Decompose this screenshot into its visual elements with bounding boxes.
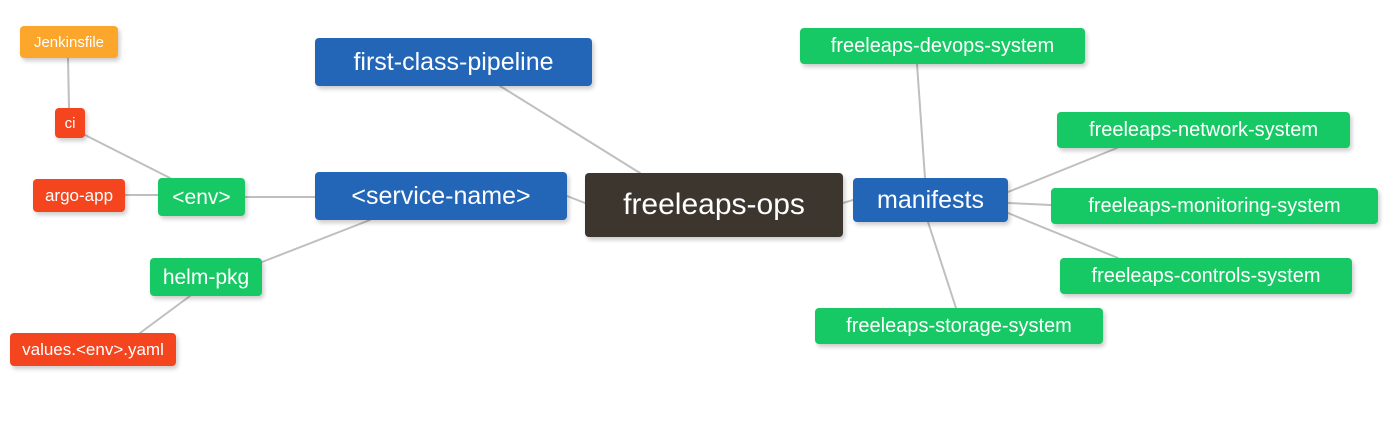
edge-manifests-to-freeleaps-storage-system — [927, 221, 957, 309]
node-manifests[interactable]: manifests — [853, 178, 1008, 222]
edge-service-name-to-freeleaps-ops — [566, 195, 586, 204]
edge-freeleaps-ops-to-manifests — [842, 199, 854, 204]
edge-ci-to-env — [84, 134, 171, 179]
node-label-jenkinsfile: Jenkinsfile — [33, 33, 105, 51]
node-label-freeleaps-monitoring-system: freeleaps-monitoring-system — [1088, 195, 1341, 217]
node-label-values-env-yaml: values.<env>.yaml — [22, 340, 164, 359]
node-label-service-name: <service-name> — [351, 181, 531, 210]
node-label-ci: ci — [64, 114, 76, 132]
node-label-helm-pkg: helm-pkg — [162, 265, 250, 289]
node-freeleaps-network-system[interactable]: freeleaps-network-system — [1057, 112, 1350, 148]
node-freeleaps-controls-system[interactable]: freeleaps-controls-system — [1060, 258, 1352, 294]
node-label-env: <env> — [172, 185, 231, 209]
edge-helm-pkg-to-service-name — [261, 219, 371, 263]
edge-values-env-yaml-to-helm-pkg — [139, 295, 191, 334]
node-label-freeleaps-devops-system: freeleaps-devops-system — [830, 35, 1055, 57]
edge-manifests-to-freeleaps-network-system — [1007, 147, 1118, 193]
node-freeleaps-storage-system[interactable]: freeleaps-storage-system — [815, 308, 1103, 344]
node-values-env-yaml[interactable]: values.<env>.yaml — [10, 333, 176, 366]
node-ci[interactable]: ci — [55, 108, 85, 138]
node-argo-app[interactable]: argo-app — [33, 179, 125, 212]
node-label-manifests: manifests — [877, 185, 984, 214]
edge-manifests-to-freeleaps-monitoring-system — [1007, 202, 1052, 206]
node-jenkinsfile[interactable]: Jenkinsfile — [20, 26, 118, 58]
node-service-name[interactable]: <service-name> — [315, 172, 567, 220]
node-first-class-pipeline[interactable]: first-class-pipeline — [315, 38, 592, 86]
edge-manifests-to-freeleaps-devops-system — [916, 63, 926, 179]
edge-first-class-pipeline-to-freeleaps-ops — [499, 85, 641, 174]
node-freeleaps-devops-system[interactable]: freeleaps-devops-system — [800, 28, 1085, 64]
node-label-freeleaps-storage-system: freeleaps-storage-system — [846, 315, 1072, 337]
node-label-argo-app: argo-app — [44, 186, 114, 205]
node-helm-pkg[interactable]: helm-pkg — [150, 258, 262, 296]
node-freeleaps-monitoring-system[interactable]: freeleaps-monitoring-system — [1051, 188, 1378, 224]
edge-jenkinsfile-to-ci — [67, 57, 70, 109]
node-label-first-class-pipeline: first-class-pipeline — [353, 47, 554, 76]
node-label-freeleaps-ops: freeleaps-ops — [623, 188, 805, 221]
node-freeleaps-ops[interactable]: freeleaps-ops — [585, 173, 843, 237]
node-env[interactable]: <env> — [158, 178, 245, 216]
node-label-freeleaps-network-system: freeleaps-network-system — [1089, 119, 1318, 141]
node-label-freeleaps-controls-system: freeleaps-controls-system — [1091, 265, 1321, 287]
